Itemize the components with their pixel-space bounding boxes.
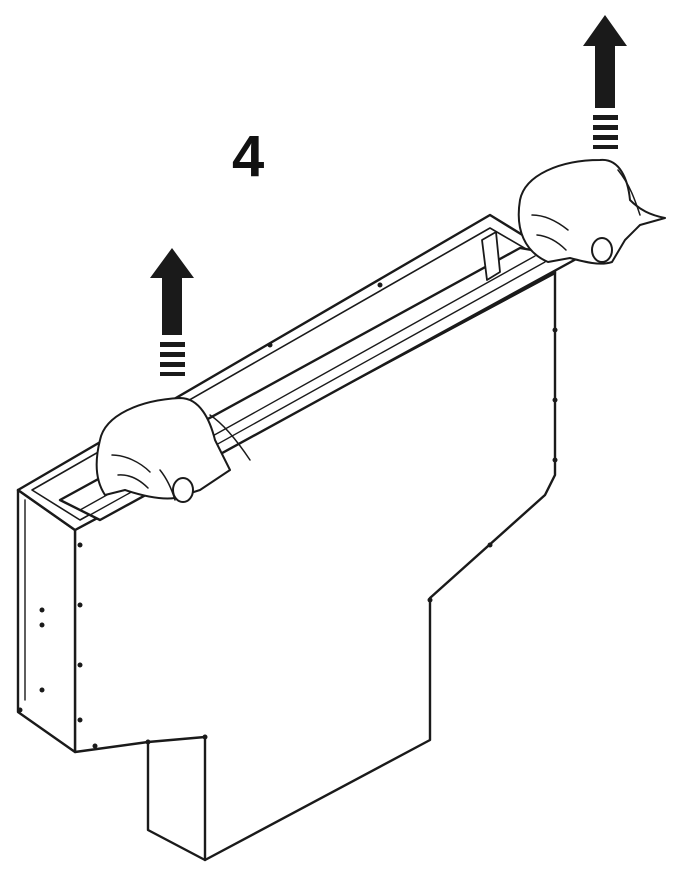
step-number: 4 — [232, 124, 265, 189]
enclosure-front-panel — [73, 271, 557, 862]
right-lift-arrow — [583, 15, 627, 149]
left-hand — [95, 397, 251, 503]
left-lift-arrow — [150, 248, 194, 376]
screw-row — [17, 282, 558, 749]
right-hand — [517, 158, 666, 265]
enclosure-side-panel — [16, 488, 77, 754]
